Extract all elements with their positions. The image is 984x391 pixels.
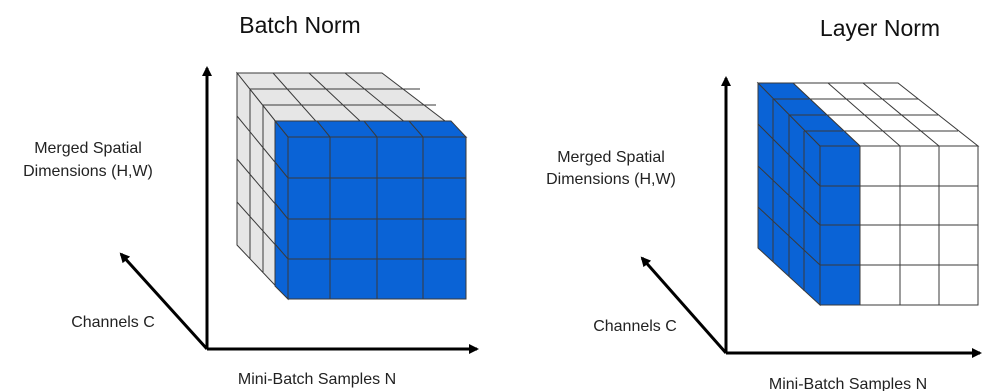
- layer-norm-highlight-slab: [756, 81, 862, 307]
- batch-norm-front-face: [287, 136, 467, 300]
- batch-norm-axes: [119, 66, 479, 354]
- layer-norm-z-label: Channels C: [593, 318, 677, 335]
- layer-norm-x-label: Mini-Batch Samples N: [769, 376, 927, 391]
- layer-norm-y-label-line2: Dimensions (H,W): [546, 171, 676, 188]
- batch-norm-x-label: Mini-Batch Samples N: [238, 371, 396, 388]
- layer-norm-panel: Layer Norm: [546, 15, 982, 391]
- layer-norm-z-axis: [640, 256, 728, 354]
- batch-norm-highlight-slab: [273, 119, 468, 301]
- batch-norm-title: Batch Norm: [239, 12, 360, 38]
- layer-norm-cube: [756, 81, 980, 307]
- batch-norm-cube: [235, 71, 468, 301]
- batch-norm-z-axis: [119, 252, 209, 351]
- layer-norm-title: Layer Norm: [820, 15, 940, 41]
- batch-norm-z-label: Channels C: [71, 314, 155, 331]
- batch-norm-y-label-line1: Merged Spatial: [34, 140, 142, 157]
- layer-norm-axes: [640, 76, 982, 358]
- batch-norm-y-label-line2: Dimensions (H,W): [23, 163, 153, 180]
- layer-norm-y-label-line1: Merged Spatial: [557, 149, 665, 166]
- batch-norm-panel: Batch Norm: [23, 12, 479, 388]
